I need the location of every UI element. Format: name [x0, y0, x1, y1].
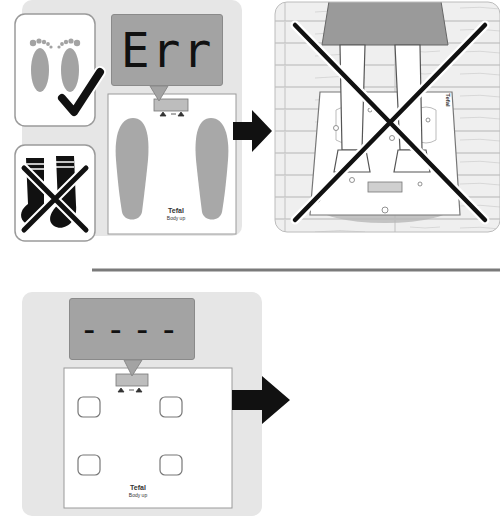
cross-mark — [295, 25, 485, 220]
arrow — [232, 376, 290, 424]
footprint — [116, 118, 149, 220]
separator-line — [92, 269, 500, 272]
arrow — [233, 110, 272, 152]
brand-label: Tefal — [130, 484, 146, 491]
button-symbols — [118, 388, 142, 392]
electrodes — [78, 397, 182, 475]
icon-box — [15, 14, 95, 126]
callout-pointer — [150, 86, 168, 101]
scale-body — [108, 94, 236, 234]
icon-box — [15, 145, 95, 241]
lcd-display: ---- — [69, 298, 195, 360]
cross-mark — [24, 168, 86, 230]
brand-label: Tefal — [445, 93, 451, 107]
brand-label: Body up — [129, 493, 147, 498]
brand-label: Body up — [167, 216, 185, 221]
scale-body — [64, 368, 232, 508]
panel — [22, 292, 262, 516]
callout-pointer — [124, 360, 142, 376]
check-mark — [62, 72, 100, 112]
wet-scene — [275, 2, 500, 232]
brand-label: Tefal — [168, 207, 184, 214]
display-reading: ---- — [79, 312, 185, 346]
lcd-display: Err — [111, 14, 224, 86]
button-symbols — [160, 112, 184, 116]
bare-feet-icon — [30, 38, 80, 92]
footprint — [196, 118, 229, 220]
display-reading: Err — [121, 26, 214, 74]
